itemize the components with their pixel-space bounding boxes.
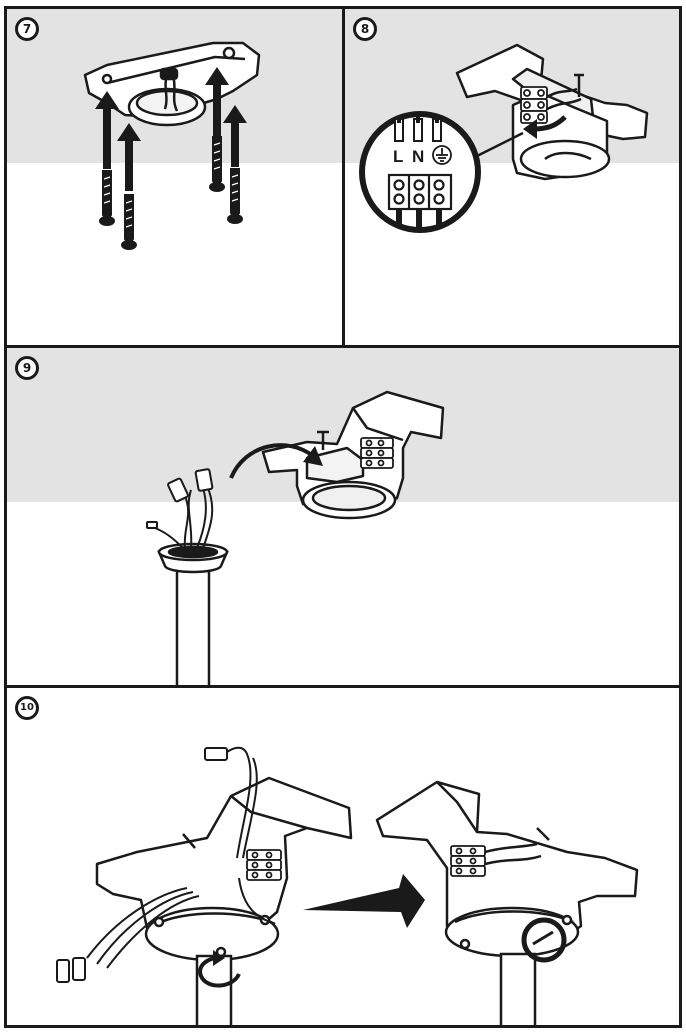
step-8-panel: 8	[342, 6, 682, 348]
connector-block-icon	[387, 173, 453, 211]
step-7-illustration	[83, 41, 261, 250]
screw-icon	[209, 136, 225, 192]
neutral-label: N	[412, 147, 424, 166]
transition-arrow	[303, 874, 425, 928]
terminal-block	[360, 437, 394, 469]
step-7-panel: 7	[4, 6, 345, 348]
screw-icon	[121, 194, 137, 250]
step-10-panel: 10	[4, 685, 682, 1028]
downrod	[157, 542, 229, 685]
step-8-badge: 8	[353, 17, 377, 41]
step-number: 9	[18, 359, 36, 377]
step-number: 8	[356, 20, 374, 38]
canopy-assembly-after	[375, 780, 639, 958]
step-9-panel: 9	[4, 345, 682, 688]
canopy-assembly	[261, 390, 445, 520]
direction-arrow	[229, 443, 323, 479]
canopy-assembly	[455, 43, 649, 181]
downrod	[499, 952, 537, 1025]
step-10-badge: 10	[15, 696, 39, 720]
fan-wires	[154, 485, 214, 549]
step-number: 7	[18, 20, 36, 38]
step-number: 10	[18, 699, 36, 717]
live-label: L	[393, 147, 403, 166]
step-8-illustration: L N	[359, 43, 649, 233]
step-9-illustration	[146, 390, 445, 685]
mounting-bracket	[83, 41, 261, 127]
magnified-terminal-detail: L N	[359, 111, 481, 233]
step-9-badge: 9	[15, 356, 39, 380]
wire-connector-icon	[56, 747, 228, 983]
screw-icon	[227, 168, 243, 224]
upward-arrows	[95, 67, 247, 191]
direction-arrow	[523, 115, 567, 139]
screw-icon	[99, 170, 115, 226]
canopy-assembly-before	[95, 776, 353, 962]
terminal-block	[520, 86, 548, 124]
step-10-illustration	[56, 746, 639, 1025]
locking-pin-highlight	[521, 917, 567, 963]
earth-ground-icon	[432, 145, 452, 165]
rotate-arrow-icon	[198, 950, 241, 988]
step-7-badge: 7	[15, 17, 39, 41]
callout-line	[474, 131, 524, 159]
wire-connector-icon	[146, 468, 214, 529]
fan-wires	[86, 746, 276, 969]
mounting-screws	[99, 136, 243, 250]
